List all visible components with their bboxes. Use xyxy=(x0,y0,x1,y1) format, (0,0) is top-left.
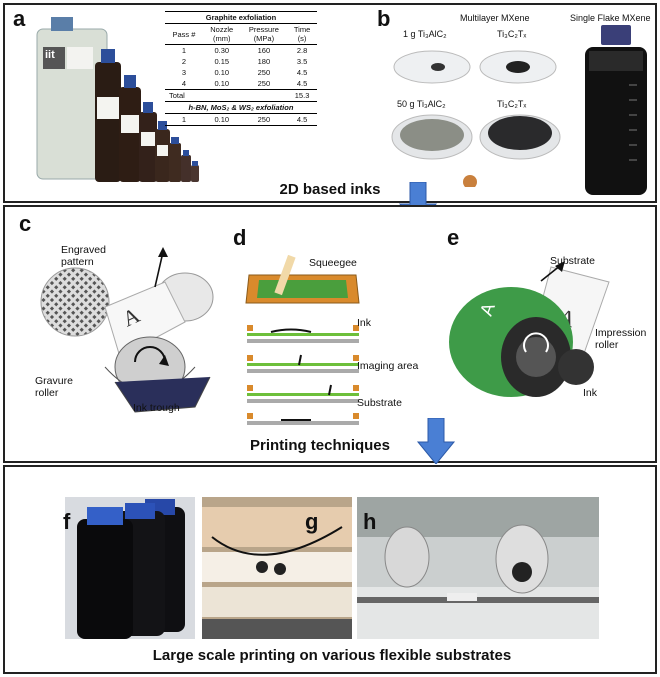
down-arrow-icon xyxy=(416,418,456,464)
panel-printing-techniques: c d e A Engraved pattern Gravure roller … xyxy=(3,205,657,463)
table-cell: 4.5 xyxy=(296,79,308,88)
table-cell: 3.5 xyxy=(296,57,308,66)
photo-f-ink-bottles xyxy=(65,497,195,639)
bottle-logo: iit xyxy=(45,49,55,61)
petri-dishes-illustration xyxy=(391,50,561,187)
screen-printing-diagram xyxy=(245,255,360,425)
panel-letter-d: d xyxy=(233,225,247,250)
flexo-printing-diagram: A A xyxy=(449,261,610,397)
table-cell: 4.5 xyxy=(296,68,308,77)
table-cell: 2 xyxy=(181,57,186,66)
ink-label-e: Ink xyxy=(583,387,598,399)
table-cell: 0.10 xyxy=(214,115,230,124)
substrate-label-e: Substrate xyxy=(550,255,595,267)
table-cell: 1 xyxy=(181,115,186,124)
table-cell: 0.10 xyxy=(214,79,230,88)
panel-letter-c: c xyxy=(19,211,32,236)
single-flake-mxene-label: Single Flake MXene xyxy=(570,13,651,23)
table-cell: 250 xyxy=(257,79,271,88)
impression-roller-label: Impression roller xyxy=(595,327,647,351)
ink-trough-label: Ink trough xyxy=(133,402,180,414)
panel-large-scale: f g h Large scale printing on various fl… xyxy=(3,465,657,674)
dish-label-4: Ti₃C₂Tₓ xyxy=(497,99,527,109)
engraved-pattern-label: Engraved pattern xyxy=(61,244,106,268)
table-cell: 250 xyxy=(257,68,271,77)
mxene-bottle xyxy=(585,25,647,195)
table-header: Nozzle (mm) xyxy=(210,25,234,43)
table-title-2: h-BN, MoS₂ & WS₂ exfoliation xyxy=(165,101,317,114)
dish-label-1: 1 g Ti₃AlC₂ xyxy=(403,29,447,39)
panel-letter-h: h xyxy=(363,509,377,534)
table-cell: 2.8 xyxy=(296,46,308,55)
table-cell: 0.30 xyxy=(214,46,230,55)
table-cell: 250 xyxy=(257,115,271,124)
section-title-large-scale: Large scale printing on various flexible… xyxy=(152,647,512,664)
substrate-label-d: Substrate xyxy=(357,397,402,409)
table-row: 1 0.10 250 4.5 xyxy=(165,114,317,126)
table-header: Pressure (MPa) xyxy=(248,25,279,43)
photo-h-printing-line xyxy=(357,497,599,639)
imaging-area-label: Imaging area xyxy=(357,360,419,372)
exfoliation-table: Graphite exfoliation Pass # Nozzle (mm) … xyxy=(165,11,317,126)
table-total-label: Total xyxy=(169,91,185,100)
panel-letter-f: f xyxy=(63,509,71,534)
panel-letter-g: g xyxy=(305,509,319,534)
panel-top-inks: a xyxy=(3,3,657,203)
table-total-row: Total 15.3 xyxy=(165,90,317,102)
table-row: 3 0.10 250 4.5 xyxy=(165,67,317,78)
table-total-value: 15.3 xyxy=(294,91,310,100)
multilayer-mxene-label: Multilayer MXene xyxy=(460,13,530,23)
table-cell: 180 xyxy=(257,57,271,66)
dish-label-3: 50 g Ti₃AlC₂ xyxy=(397,99,446,109)
gravure-printing-diagram: A xyxy=(40,247,214,413)
table-cell: 1 xyxy=(181,46,186,55)
table-cell: 0.15 xyxy=(214,57,230,66)
table-cell: 160 xyxy=(257,46,271,55)
panel-letter-a: a xyxy=(13,6,26,31)
table-title: Graphite exfoliation xyxy=(165,11,317,24)
section-title-printing: Printing techniques xyxy=(249,437,390,454)
bottles-illustration xyxy=(36,17,199,182)
table-cell: 3 xyxy=(181,68,186,77)
table-cell: 4 xyxy=(181,79,186,88)
squeegee-label: Squeegee xyxy=(309,257,357,269)
table-row: 2 0.15 180 3.5 xyxy=(165,56,317,67)
panel-letter-e: e xyxy=(447,225,460,250)
section-title-inks: 2D based inks xyxy=(279,181,381,198)
table-cell: 4.5 xyxy=(296,115,308,124)
ink-label-d: Ink xyxy=(357,317,372,329)
table-row: 4 0.10 250 4.5 xyxy=(165,78,317,90)
table-cell: 0.10 xyxy=(214,68,230,77)
dish-label-2: Ti₃C₂Tₓ xyxy=(497,29,527,39)
table-header: Time (s) xyxy=(293,25,311,43)
panel-letter-b: b xyxy=(377,6,391,31)
gravure-roller-label: Gravure roller xyxy=(35,375,73,399)
table-header: Pass # xyxy=(172,29,196,39)
table-row: 1 0.30 160 2.8 xyxy=(165,45,317,57)
photo-g-rotary-press xyxy=(202,497,352,639)
